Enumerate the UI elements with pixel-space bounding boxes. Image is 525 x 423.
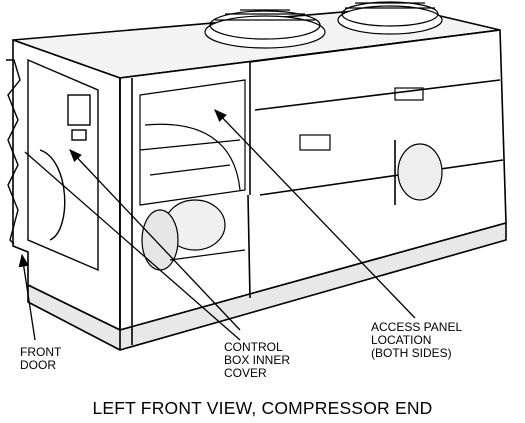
callout-access-panel-location: ACCESS PANEL LOCATION (BOTH SIDES) bbox=[371, 320, 463, 360]
callout-front-door: FRONT DOOR bbox=[20, 345, 62, 372]
callout-control-box-inner-cover: CONTROL BOX INNER COVER bbox=[224, 340, 291, 380]
leader-control-box bbox=[69, 149, 241, 331]
front-door-panel bbox=[6, 58, 99, 272]
figure-caption: LEFT FRONT VIEW, COMPRESSOR END bbox=[92, 398, 433, 418]
leader-access-panel bbox=[214, 109, 416, 319]
leader-control-box-2 bbox=[24, 151, 241, 341]
condenser-fans bbox=[204, 1, 443, 49]
leader-front-door bbox=[18, 253, 36, 341]
leader-lines bbox=[18, 109, 416, 341]
